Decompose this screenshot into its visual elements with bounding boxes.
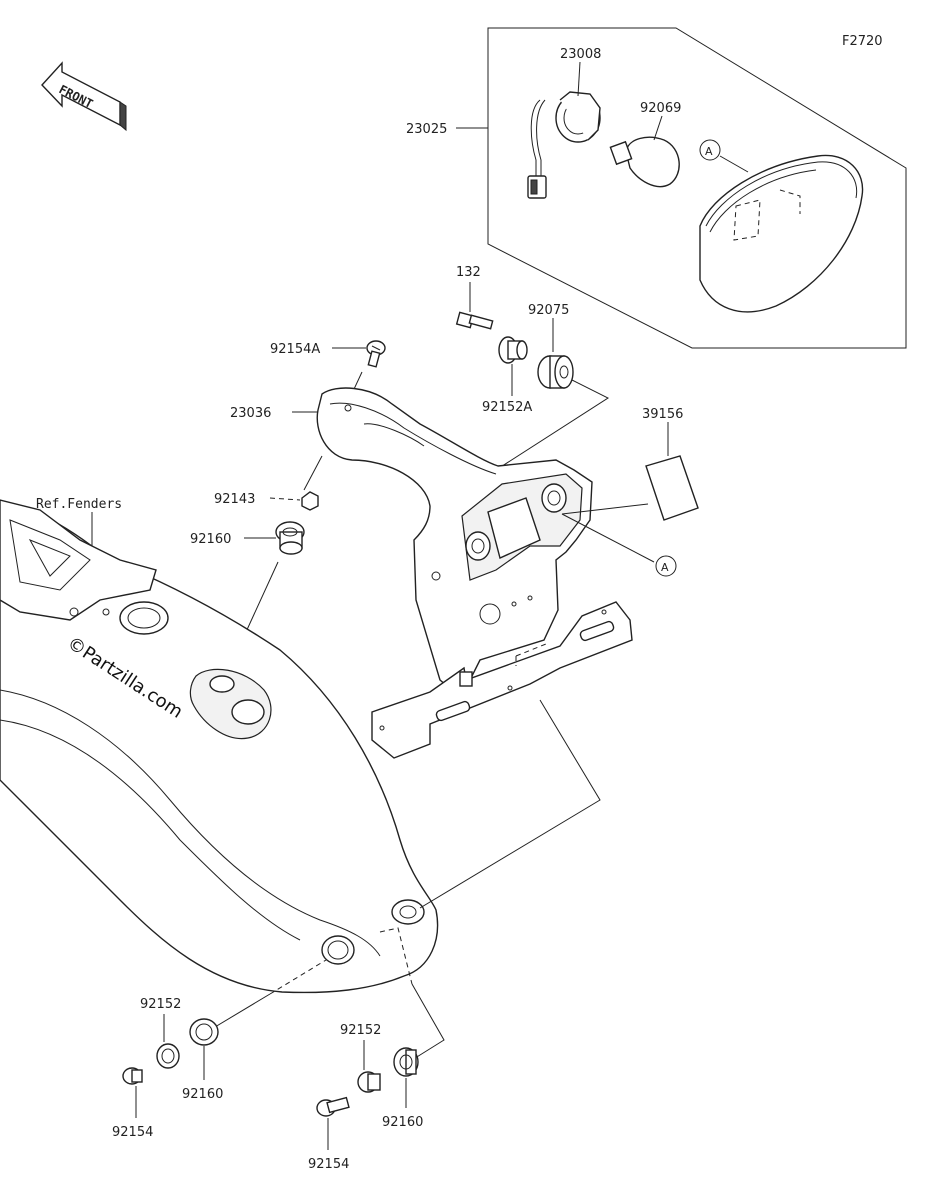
part-label-92154A: 92154A (270, 342, 320, 357)
part-label-92160-top: 92160 (190, 532, 231, 547)
taillight-assembly-box: 23025 (406, 27, 907, 349)
callout-a-bottom: A (661, 561, 669, 574)
part-label-23008: 23008 (560, 47, 601, 62)
rear-fender (0, 499, 601, 1061)
part-label-23025: 23025 (406, 122, 447, 137)
fasteners-left: 92152 92160 92154 (112, 997, 223, 1140)
part-label-92154-right: 92154 (308, 1157, 349, 1172)
part-label-92152-right: 92152 (340, 1023, 381, 1038)
screw-92154A: 92154A (270, 340, 386, 403)
reflector: 39156 A (561, 407, 699, 577)
grommet-92160-top: 92160 (190, 521, 305, 681)
callout-a-top: A (705, 145, 713, 158)
ref-fenders-label: Ref.Fenders (36, 497, 122, 512)
diagram-code: F2720 (842, 34, 883, 49)
taillight-lens: A (699, 139, 864, 313)
part-label-132: 132 (456, 265, 481, 280)
part-label-92160-left: 92160 (182, 1087, 223, 1102)
front-arrow-icon: FRONT (41, 61, 127, 132)
part-label-92143: 92143 (214, 492, 255, 507)
part-label-92152-left: 92152 (140, 997, 181, 1012)
grommet-92075: 92075 (495, 303, 610, 471)
part-label-23036: 23036 (230, 406, 271, 421)
bulb: 92069 (609, 101, 681, 188)
ref-fenders: Ref.Fenders (36, 497, 122, 548)
fasteners-right: 92152 92160 92154 (308, 1023, 423, 1172)
nut-92143: 92143 (214, 455, 323, 511)
bolt-132: 132 (455, 265, 494, 330)
license-plate-holder (371, 601, 633, 759)
bulb-socket: 23008 (527, 47, 601, 199)
part-label-92152A: 92152A (482, 400, 532, 415)
part-label-92075: 92075 (528, 303, 569, 318)
part-label-92160-right: 92160 (382, 1115, 423, 1130)
part-label-92069: 92069 (640, 101, 681, 116)
license-bracket: 23036 (230, 387, 593, 691)
part-label-39156: 39156 (642, 407, 683, 422)
collar-92152A: 92152A (482, 336, 532, 415)
part-label-92154-left: 92154 (112, 1125, 153, 1140)
